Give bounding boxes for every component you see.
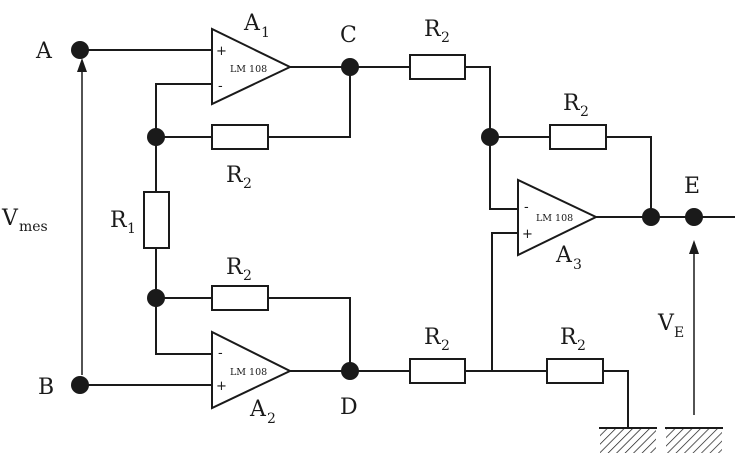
ground-symbol-left [599,427,657,453]
opamp-a3-minus-sign: - [524,200,529,215]
svg-text:R: R [424,17,442,42]
label-e: E [684,174,700,199]
label-a2: A 2 [249,397,276,427]
opamp-a2-plus-sign: + [216,379,227,394]
svg-text:2: 2 [441,338,450,354]
svg-text:A: A [243,11,261,36]
label-r2-feedback-top: R 2 [226,163,252,192]
resistor-r2-feedback-bottom [211,285,269,311]
label-ve: V E [657,311,684,341]
opamp-a3-plus-sign: + [522,227,533,242]
svg-text:1: 1 [127,221,136,237]
label-d: D [340,395,358,420]
terminal-e [685,208,703,226]
label-r2-feedback-bottom: R 2 [226,255,252,284]
label-b: B [38,375,54,400]
svg-text:R: R [110,208,128,233]
wires [79,49,735,429]
svg-text:V: V [657,311,675,336]
opamp-a2-chip: LM 108 [230,367,267,378]
svg-text:R: R [424,325,442,350]
ground-symbol-right [665,427,723,453]
vmes-arrow [77,58,87,375]
opamp-a1-plus-sign: + [216,44,227,59]
junction-top-left [147,128,165,146]
node-d [341,362,359,380]
opamp-a3 [517,178,599,257]
junction-a3-output [642,208,660,226]
svg-text:2: 2 [267,411,276,427]
svg-text:R: R [560,325,578,350]
svg-text:2: 2 [580,104,589,120]
svg-text:2: 2 [441,30,450,46]
terminal-a [71,41,89,59]
opamp-a3-chip: LM 108 [536,213,573,224]
label-a: A [35,39,53,64]
opamp-a1 [211,27,293,106]
resistor-r2-d [409,358,466,384]
junction-a3-minus [481,128,499,146]
svg-text:V: V [1,206,19,231]
resistor-r1 [143,191,170,249]
svg-text:R: R [563,91,581,116]
label-c: C [340,23,357,48]
opamp-a2-minus-sign: - [218,346,223,361]
label-a3: A 3 [555,243,582,273]
svg-text:3: 3 [573,257,582,273]
resistor-r2-ground [546,358,604,384]
label-r1: R 1 [110,208,136,237]
svg-text:A: A [249,397,267,422]
svg-text:mes: mes [19,219,48,235]
ve-arrow [689,240,699,415]
label-r2-ground: R 2 [560,325,586,354]
svg-text:R: R [226,163,244,188]
svg-text:1: 1 [261,25,270,41]
terminal-b [71,376,89,394]
label-vmes: V mes [1,206,48,235]
label-r2-c: R 2 [424,17,450,46]
svg-text:2: 2 [243,176,252,192]
label-a1: A 1 [243,11,270,41]
opamp-a1-chip: LM 108 [230,64,267,75]
svg-text:A: A [555,243,573,268]
label-r2-a3-feedback: R 2 [563,91,589,120]
resistor-r2-feedback-top [211,124,269,150]
resistor-r2-a3-feedback [549,124,607,150]
svg-text:2: 2 [243,268,252,284]
junction-bottom-left [147,289,165,307]
resistor-r2-c [409,54,466,80]
opamp-a1-minus-sign: - [218,79,223,94]
opamp-a2 [211,330,293,410]
node-c [341,58,359,76]
svg-text:E: E [674,325,684,341]
svg-text:2: 2 [577,338,586,354]
svg-text:R: R [226,255,244,280]
label-r2-d: R 2 [424,325,450,354]
